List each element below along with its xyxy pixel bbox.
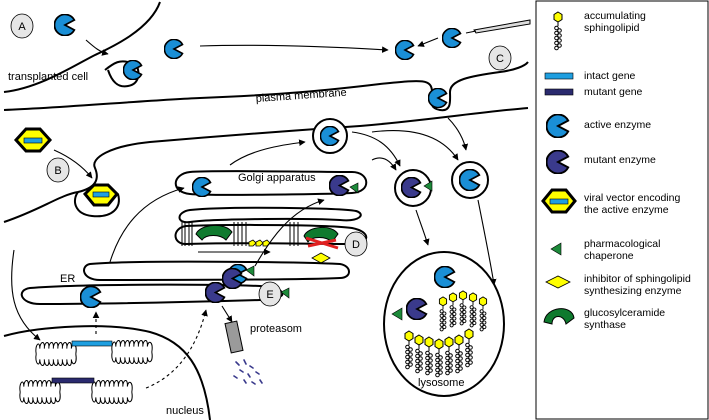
label-golgi: Golgi apparatus	[238, 172, 316, 184]
legend-label-synthase-2: synthase	[584, 319, 626, 331]
legend-label-chaperone-1: pharmacological	[584, 238, 660, 250]
endosome-vector	[74, 191, 120, 218]
legend-label-synthase-1: glucosylceramide	[584, 307, 665, 319]
active-enzyme-icon	[395, 40, 415, 60]
membrane-channels-left	[181, 222, 299, 246]
viral-vector-icon	[82, 183, 120, 207]
panel-label-d: D	[344, 231, 368, 257]
arrow-golgi-to-vesicle	[371, 157, 397, 171]
label-transplanted-cell: transplanted cell	[8, 71, 88, 83]
intact-gene-icon	[544, 72, 574, 80]
syringe-icon	[465, 19, 531, 34]
panel-label-b: B	[46, 157, 70, 183]
label-nucleus: nucleus	[166, 405, 204, 417]
arrow-mutant-gene-to-er	[145, 309, 208, 389]
panel-label-e: E	[258, 281, 282, 307]
synthase-icon	[195, 225, 233, 241]
arrow-vector-entry	[53, 149, 93, 179]
panel-label-a: A	[10, 13, 34, 39]
legend-label-viral-vector-2: the active enzyme	[584, 204, 669, 216]
arrow-er-to-golgi-mutant	[254, 198, 325, 267]
chaperone-icon	[550, 242, 562, 256]
intact-gene-icon	[71, 340, 113, 347]
mutant-enzyme-icon	[205, 282, 226, 303]
legend-label-intact-gene-1: intact gene	[584, 70, 636, 82]
legend-label-sphingolipid-1: accumulating	[584, 10, 646, 22]
chromatin-cluster	[19, 339, 153, 405]
arrow-to-proteasome	[221, 305, 233, 323]
plasma-membrane	[3, 61, 529, 112]
label-lysosome: lysosome	[418, 377, 464, 389]
arrow-vesicle-to-mutant-vesicle	[351, 131, 401, 167]
legend-label-mutant-gene-1: mutant gene	[584, 86, 643, 98]
arrow-vesicle-to-lysosome	[415, 209, 430, 246]
upper-cell-top-membrane	[104, 60, 129, 71]
arrow-vesicle-to-active-vesicle	[371, 130, 459, 161]
svg-text:E: E	[266, 289, 273, 301]
svg-text:B: B	[54, 165, 61, 177]
arrow-golgi-to-vesicle-top	[229, 139, 306, 166]
legend-label-inhibitor-1: inhibitor of sphingolipid	[584, 273, 691, 285]
mutant-gene-icon	[51, 377, 95, 384]
svg-text:D: D	[352, 239, 360, 251]
label-plasma-membrane: plasma membrane	[255, 87, 347, 105]
label-proteasome: proteasom	[250, 323, 302, 335]
legend-label-chaperone-2: chaperone	[584, 250, 634, 262]
active-enzyme-icon	[428, 88, 448, 108]
chaperone-icon	[423, 180, 433, 192]
chaperone-icon	[245, 265, 255, 277]
inhibitor-icon	[311, 252, 331, 264]
mutant-enzyme-icon	[329, 175, 350, 196]
svg-text:C: C	[496, 53, 504, 65]
transplanted-cell-membrane	[3, 1, 161, 93]
cell-membrane-lower	[3, 107, 529, 223]
inhibitor-icon	[545, 275, 571, 289]
synthase-icon	[543, 308, 575, 325]
active-enzyme-icon	[192, 177, 212, 197]
peptide-fragments	[233, 359, 263, 385]
lipid-cluster-golgi	[248, 239, 271, 247]
viral-vector-icon	[541, 188, 577, 214]
legend-label-active-enzyme-1: active enzyme	[584, 119, 651, 131]
viral-vector-icon	[13, 127, 53, 153]
nucleus-envelope	[3, 325, 211, 420]
active-enzyme-icon	[442, 28, 462, 48]
label-er: ER	[60, 273, 75, 285]
arrow-vector-to-nucleus	[11, 249, 41, 341]
arrow-active-vesicle-to-lysosome	[477, 199, 497, 286]
arrow-to-transcytosis	[199, 44, 389, 53]
endocytic-pit	[107, 63, 140, 88]
legend-label-inhibitor-2: synthesizing enzyme	[584, 285, 682, 297]
chaperone-icon	[349, 182, 359, 194]
svg-text:A: A	[18, 21, 26, 33]
arrow-a-to-membrane	[85, 39, 109, 56]
arrow-er-to-golgi	[109, 186, 185, 263]
active-enzyme-icon	[80, 286, 102, 308]
legend-label-mutant-enzyme-1: mutant enzyme	[584, 154, 656, 166]
arrow-syringe-to-enzyme	[417, 37, 439, 47]
chaperone-icon	[391, 307, 403, 321]
arrow-membrane-to-vesicle	[447, 117, 469, 151]
active-enzyme-icon	[164, 39, 184, 59]
active-enzyme-icon	[54, 14, 76, 36]
legend-label-viral-vector-1: viral vector encoding	[584, 192, 680, 204]
chaperone-icon	[280, 287, 290, 299]
proteasome-icon	[224, 320, 244, 354]
panel-label-c: C	[488, 45, 512, 71]
mutant-gene-icon	[544, 88, 574, 96]
legend-label-sphingolipid-2: sphingolipid	[584, 22, 640, 34]
inhibition-cross	[305, 236, 339, 250]
